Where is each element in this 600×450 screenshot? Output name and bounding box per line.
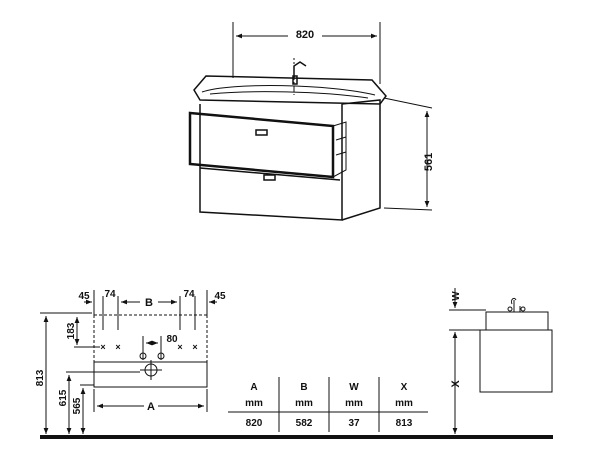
x-dimension-label: X xyxy=(450,380,462,388)
svg-text:×: × xyxy=(115,342,120,352)
left-margin-label: 45 xyxy=(78,291,90,302)
height-dimension-label: 561 xyxy=(423,153,435,171)
left-offset-label: 74 xyxy=(104,289,116,300)
hole-spacing-label: 80 xyxy=(166,334,178,345)
table-cell: 37 xyxy=(348,418,360,429)
table-unit: mm xyxy=(395,398,413,409)
svg-text:×: × xyxy=(100,342,105,352)
table-header: A xyxy=(250,382,257,393)
height-615-label: 615 xyxy=(58,389,69,406)
table-cell: 582 xyxy=(296,418,313,429)
cabinet-perspective: 820 561 xyxy=(188,22,435,221)
total-height-label: 813 xyxy=(35,369,46,386)
table-header: B xyxy=(300,382,307,393)
right-offset-label: 74 xyxy=(183,289,195,300)
table-unit: mm xyxy=(345,398,363,409)
svg-text:×: × xyxy=(192,342,197,352)
table-cell: 820 xyxy=(246,418,263,429)
table-unit: mm xyxy=(295,398,313,409)
table-cell: 813 xyxy=(396,418,413,429)
dimension-table: A B W X mm mm mm mm 820 582 37 813 xyxy=(228,377,428,432)
front-view: 45 74 B 74 45 × × × × 80 813 183 xyxy=(35,289,553,439)
w-dimension-label: W xyxy=(451,291,462,301)
bottom-width-label: A xyxy=(147,401,155,413)
top-offset-label: 183 xyxy=(66,322,77,339)
table-header: W xyxy=(349,382,359,393)
faucet-side-icon xyxy=(507,297,526,312)
width-dimension-label: 820 xyxy=(296,29,314,41)
right-margin-label: 45 xyxy=(214,291,226,302)
table-unit: mm xyxy=(245,398,263,409)
table-header: X xyxy=(401,382,408,393)
height-565-label: 565 xyxy=(72,397,83,414)
mounting-hole-markers: × × × × xyxy=(100,342,197,352)
svg-text:×: × xyxy=(177,342,182,352)
side-view: W X xyxy=(449,288,553,434)
center-dimension-label: B xyxy=(145,297,153,309)
faucet-icon xyxy=(292,58,307,95)
